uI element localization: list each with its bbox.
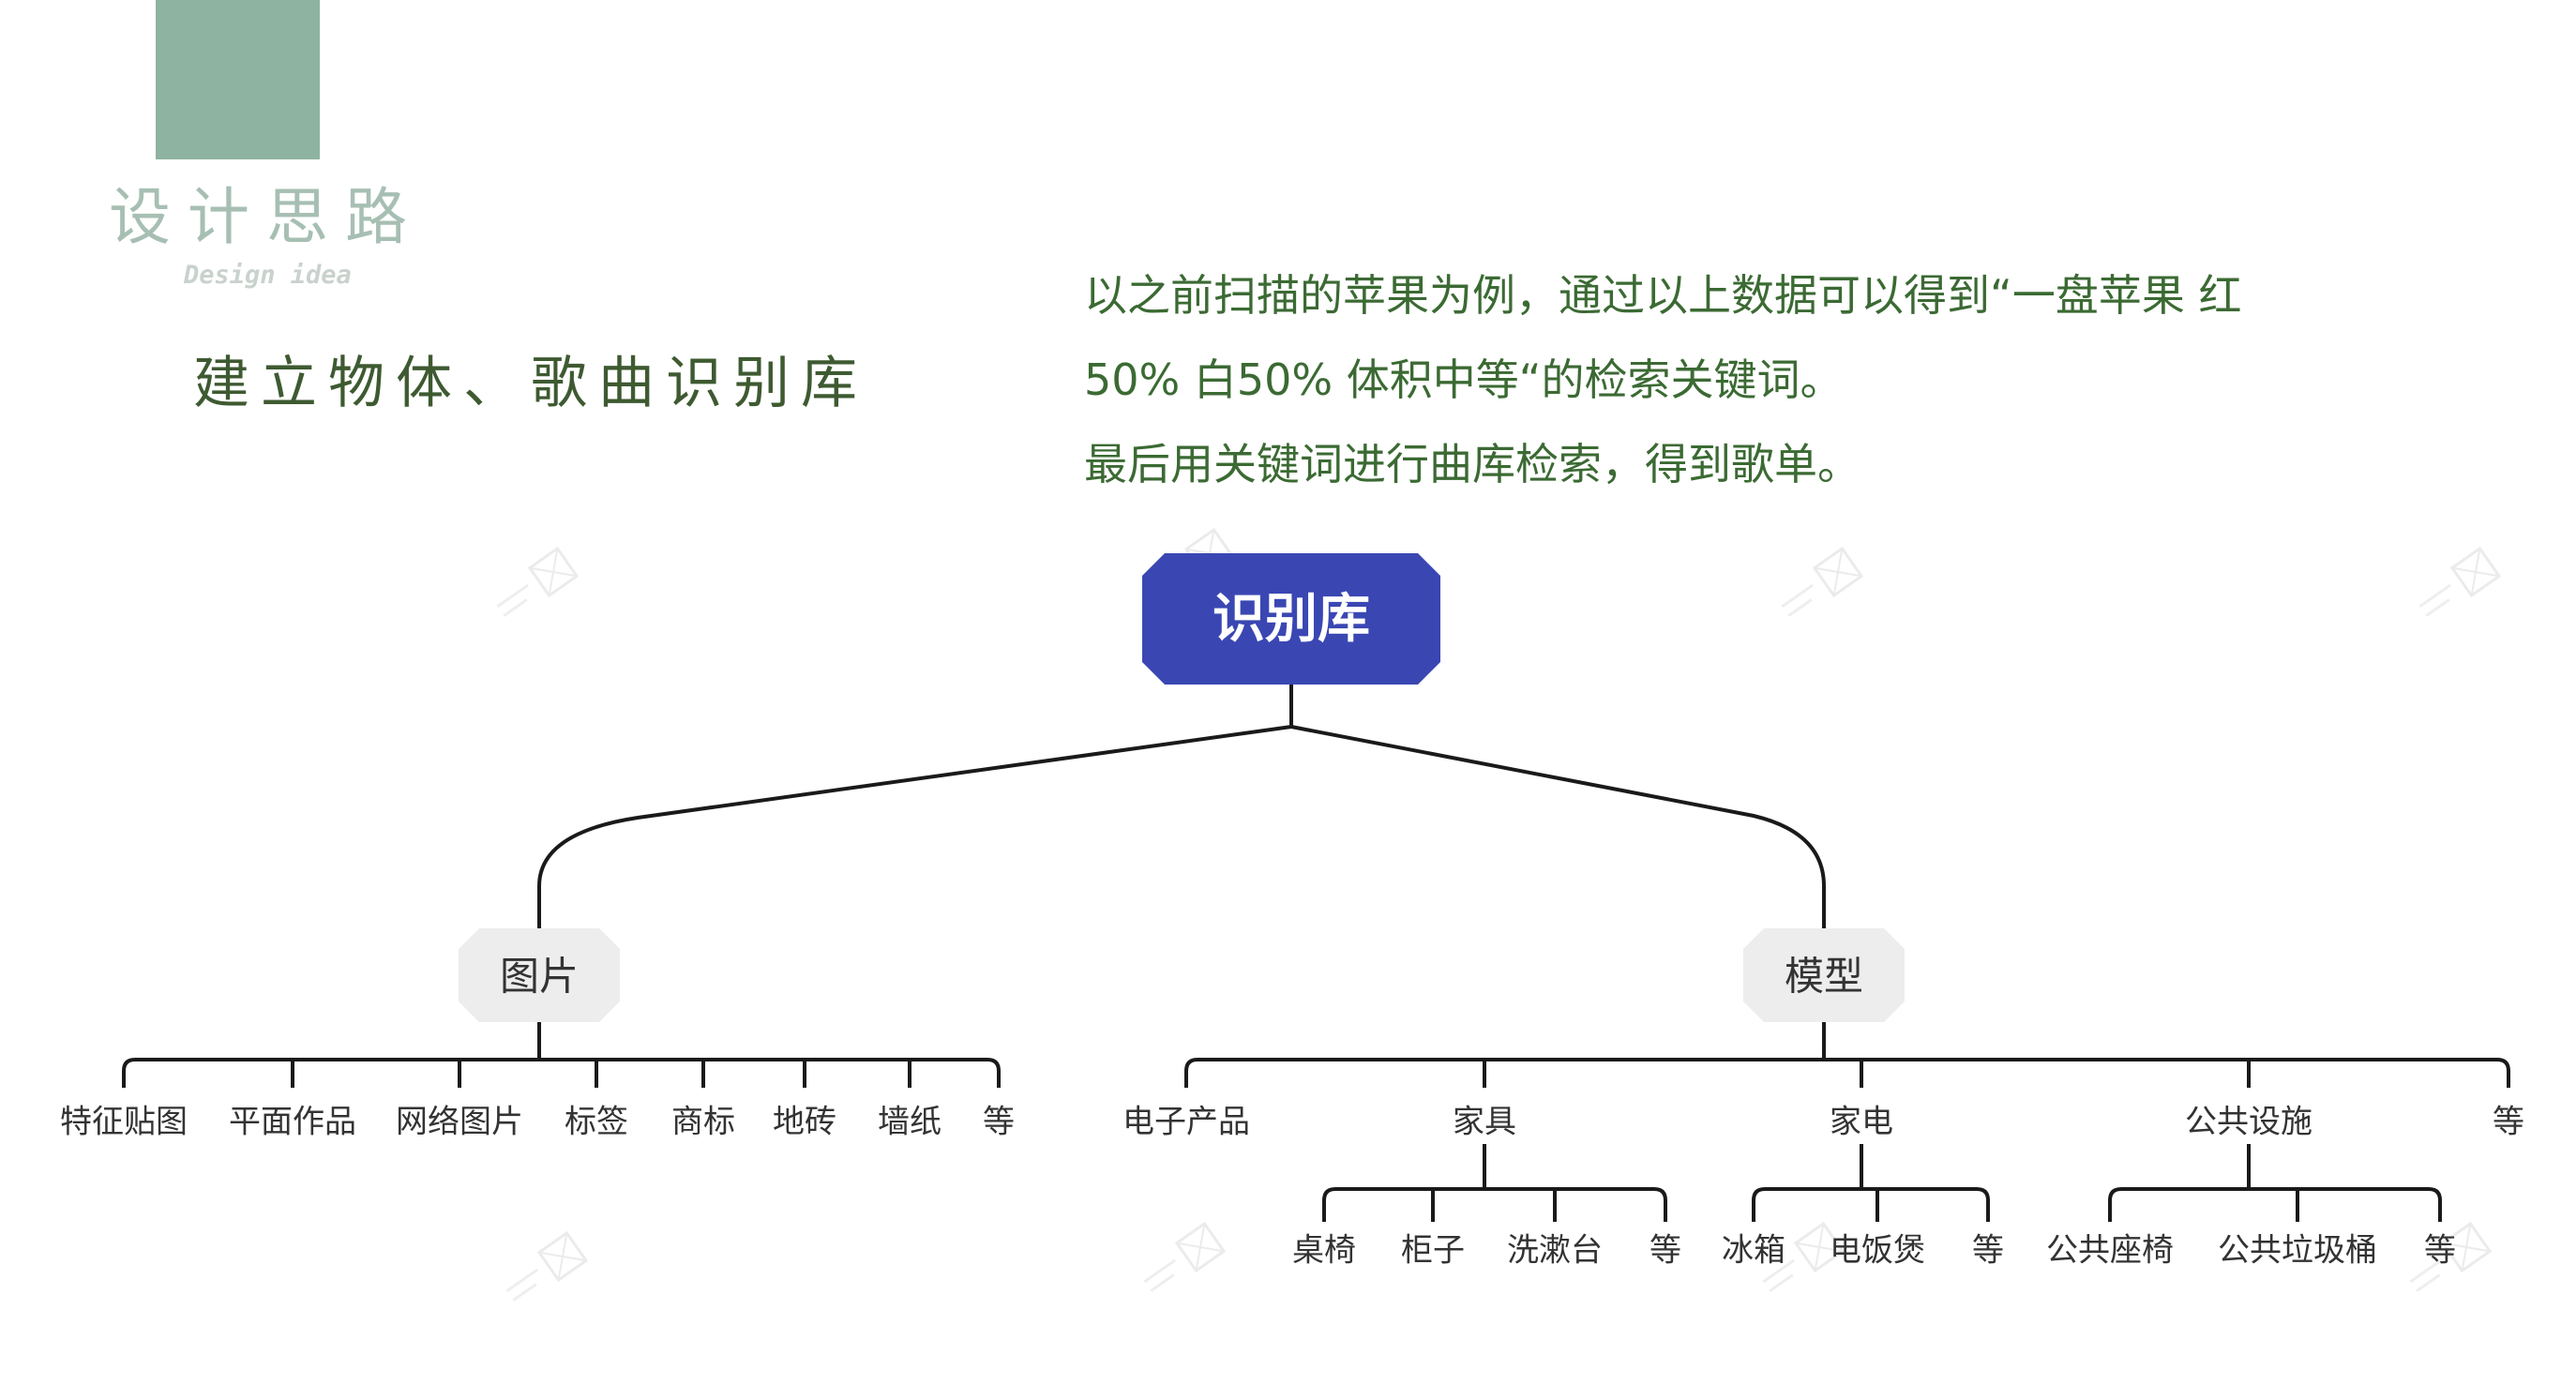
watermark-trail [505,1268,538,1302]
description-block: 以之前扫描的苹果为例，通过以上数据可以得到“一盘苹果 红 50% 白50% 体积… [1084,253,2434,506]
leaf-label: 商标 [671,1104,735,1141]
sub-leaf-label: 柜子 [1401,1232,1465,1270]
decorative-green-square [156,0,320,159]
leaf-label: 墙纸 [878,1104,942,1141]
watermark-trail [2418,583,2451,617]
xmind-watermark-icon [1762,1221,1845,1292]
watermark-box [2440,1221,2493,1273]
leaf-label: 等 [2493,1104,2524,1141]
watermark-box [1812,546,1864,598]
watermark-cross [2451,548,2500,596]
watermark-box [1793,1221,1845,1273]
leaf-label: 公共设施 [2185,1104,2312,1141]
leaf-label: 家具 [1453,1104,1516,1141]
leaf-label: 平面作品 [229,1104,356,1141]
xmind-watermark-icon [1781,546,1864,617]
watermark-trail [2409,1258,2442,1292]
branch-node [1743,928,1905,1022]
sub-leaf-label: 等 [1650,1232,1681,1270]
xmind-watermark-icon [2418,546,2502,617]
sub-leaf-label: 公共垃圾桶 [2218,1232,2377,1270]
sub-bus-line [1752,1187,1990,1222]
leaf-label: 特征贴图 [60,1104,188,1141]
sub-bus-line [2108,1187,2442,1222]
leaf-label: 等 [983,1104,1015,1141]
sub-leaf-label: 洗漱台 [1507,1232,1603,1270]
watermark-trail [1762,1258,1795,1292]
main-heading: 建立物体、歌曲识别库 [193,351,868,416]
section-title: 设计思路 [109,181,424,253]
watermark-box [1174,1221,1227,1273]
xmind-watermark-icon [2409,1221,2493,1292]
watermark-layer [496,527,2502,1302]
watermark-box [536,1230,589,1283]
leaf-label: 网络图片 [396,1104,523,1141]
watermark-trail [1781,583,1814,617]
leaf-label: 地砖 [773,1104,836,1141]
description-line: 以之前扫描的苹果为例，通过以上数据可以得到“一盘苹果 红 [1084,270,2242,321]
watermark-cross [1176,1223,1225,1272]
child-bus-line [122,1058,1001,1088]
section-subtitle: Design idea [184,261,352,290]
child-bus-line [1184,1058,2510,1088]
watermark-trail [1143,1258,1176,1292]
watermark-box [527,546,580,598]
description-line: 最后用关键词进行曲库检索，得到歌单。 [1084,439,1860,489]
branch-label: 模型 [1785,954,1863,1000]
sub-leaf-label: 桌椅 [1292,1232,1356,1270]
root-label: 识别库 [1213,589,1370,650]
sub-leaf-label: 等 [2424,1232,2456,1270]
leaf-label: 标签 [565,1104,628,1141]
leaf-label: 家电 [1830,1104,1893,1141]
watermark-cross [1795,1223,1844,1272]
watermark-box [2449,546,2502,598]
watermark-trail [496,583,529,617]
tree-nodes: 识别库图片特征贴图平面作品网络图片标签商标地砖墙纸等模型电子产品家具桌椅柜子洗漱… [60,553,2524,1270]
xmind-watermark-icon [496,546,580,617]
sub-leaf-label: 冰箱 [1722,1232,1785,1270]
watermark-cross [1814,548,1862,596]
watermark-cross [529,548,578,596]
branch-label: 图片 [500,954,579,1000]
watermark-cross [2442,1223,2491,1272]
root-node [1142,553,1440,685]
xmind-watermark-icon [1143,1221,1227,1292]
watermark-cross [538,1232,587,1281]
branch-connector-line [537,725,1292,933]
sub-leaf-label: 电饭煲 [1830,1232,1925,1270]
connector-lines [122,670,2510,1222]
sub-leaf-label: 等 [1972,1232,2004,1270]
sub-leaf-label: 公共座椅 [2046,1232,2174,1270]
branch-node [459,928,620,1022]
xmind-watermark-icon [505,1230,589,1302]
leaf-label: 电子产品 [1122,1104,1250,1141]
branch-connector-line [1290,725,1826,933]
sub-bus-line [1322,1187,1667,1222]
description-line: 50% 白50% 体积中等“的检索关键词。 [1084,354,1844,405]
